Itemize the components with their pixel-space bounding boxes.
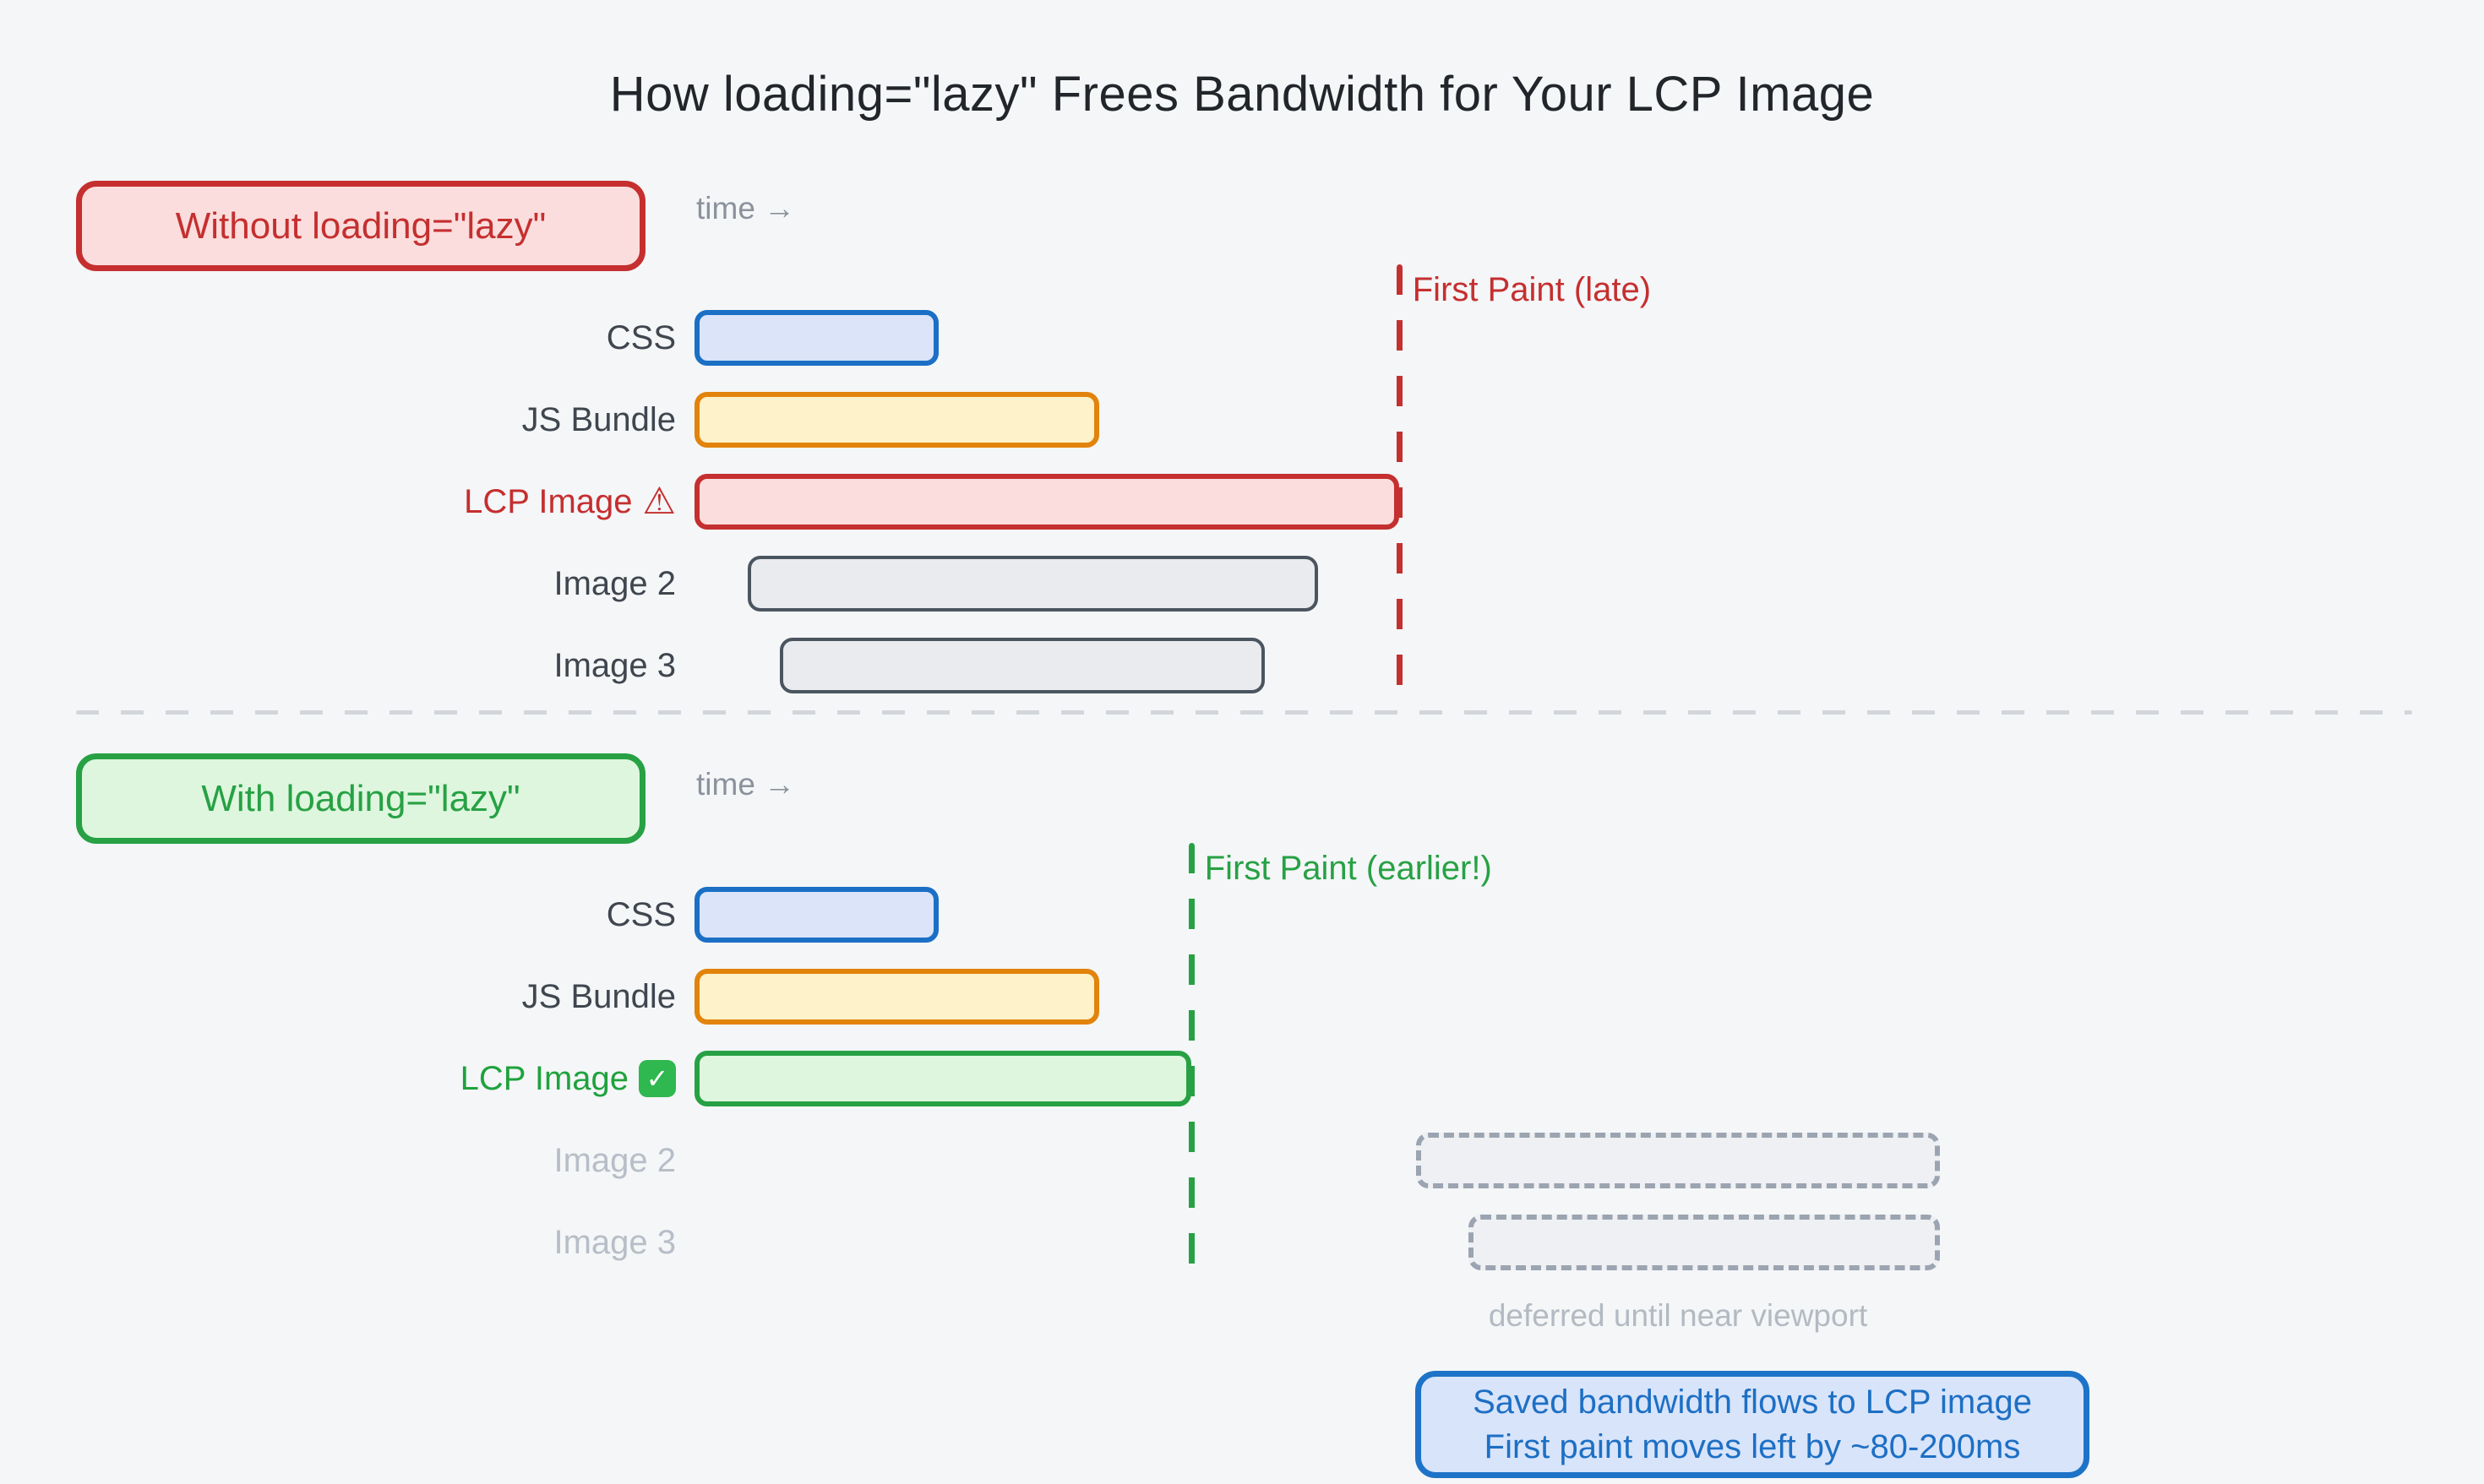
saved-bandwidth-callout: Saved bandwidth flows to LCP image First… bbox=[1415, 1371, 2089, 1478]
warning-triangle-icon: ⚠ bbox=[642, 480, 676, 523]
row-label-text: Image 3 bbox=[553, 646, 676, 684]
timeline-bar-image-2-deferred bbox=[1415, 1133, 1941, 1188]
row-label-text: JS Bundle bbox=[521, 400, 676, 438]
timeline-bar-lcp-image bbox=[695, 474, 1399, 530]
row-label-text: CSS bbox=[606, 895, 676, 933]
row-label-js-bundle: JS Bundle bbox=[34, 392, 676, 448]
first-paint-earlier-line bbox=[1188, 843, 1195, 1284]
row-label-image-3: Image 3 bbox=[34, 1215, 676, 1270]
row-label-lcp-image: LCP Image ✓ bbox=[34, 1051, 676, 1106]
timeline-bar-css bbox=[695, 310, 939, 366]
row-label-image-3: Image 3 bbox=[34, 638, 676, 693]
time-axis-label-bottom: time → bbox=[696, 767, 796, 802]
first-paint-late-label: First Paint (late) bbox=[1412, 271, 1652, 308]
callout-line-1: Saved bandwidth flows to LCP image bbox=[1473, 1383, 2032, 1421]
row-label-text: Image 2 bbox=[553, 564, 676, 602]
page-title: How loading="lazy" Frees Bandwidth for Y… bbox=[609, 67, 1875, 122]
row-label-lcp-image: LCP Image⚠ bbox=[34, 474, 676, 530]
deferred-note: deferred until near viewport bbox=[1488, 1298, 1868, 1333]
row-label-text: CSS bbox=[606, 318, 676, 356]
timeline-bar-css bbox=[695, 887, 939, 943]
row-label-css: CSS bbox=[34, 887, 676, 943]
check-icon: ✓ bbox=[639, 1060, 676, 1097]
timeline-bar-image-2 bbox=[747, 556, 1318, 612]
row-label-text: Image 2 bbox=[553, 1141, 676, 1179]
row-label-js-bundle: JS Bundle bbox=[34, 969, 676, 1025]
badge-with-lazy: With loading="lazy" bbox=[76, 753, 646, 844]
section-divider bbox=[76, 710, 2412, 715]
first-paint-late-line bbox=[1396, 264, 1403, 705]
first-paint-earlier-label: First Paint (earlier!) bbox=[1204, 850, 1492, 887]
callout-line-2: First paint moves left by ~80-200ms bbox=[1484, 1427, 2021, 1465]
row-label-css: CSS bbox=[34, 310, 676, 366]
timeline-bar-lcp-image bbox=[695, 1051, 1191, 1106]
row-label-text: Image 3 bbox=[553, 1223, 676, 1261]
time-axis-label-top: time → bbox=[696, 191, 796, 226]
badge-without-lazy: Without loading="lazy" bbox=[76, 181, 646, 271]
timeline-bar-js-bundle bbox=[695, 969, 1099, 1025]
timeline-bar-js-bundle bbox=[695, 392, 1099, 448]
timeline-bar-image-3-deferred bbox=[1468, 1215, 1941, 1270]
row-label-image-2: Image 2 bbox=[34, 1133, 676, 1188]
row-label-image-2: Image 2 bbox=[34, 556, 676, 612]
row-label-text: JS Bundle bbox=[521, 977, 676, 1015]
timeline-bar-image-3 bbox=[779, 638, 1266, 693]
row-label-text: LCP Image bbox=[460, 1059, 629, 1097]
row-label-text: LCP Image bbox=[464, 482, 633, 520]
